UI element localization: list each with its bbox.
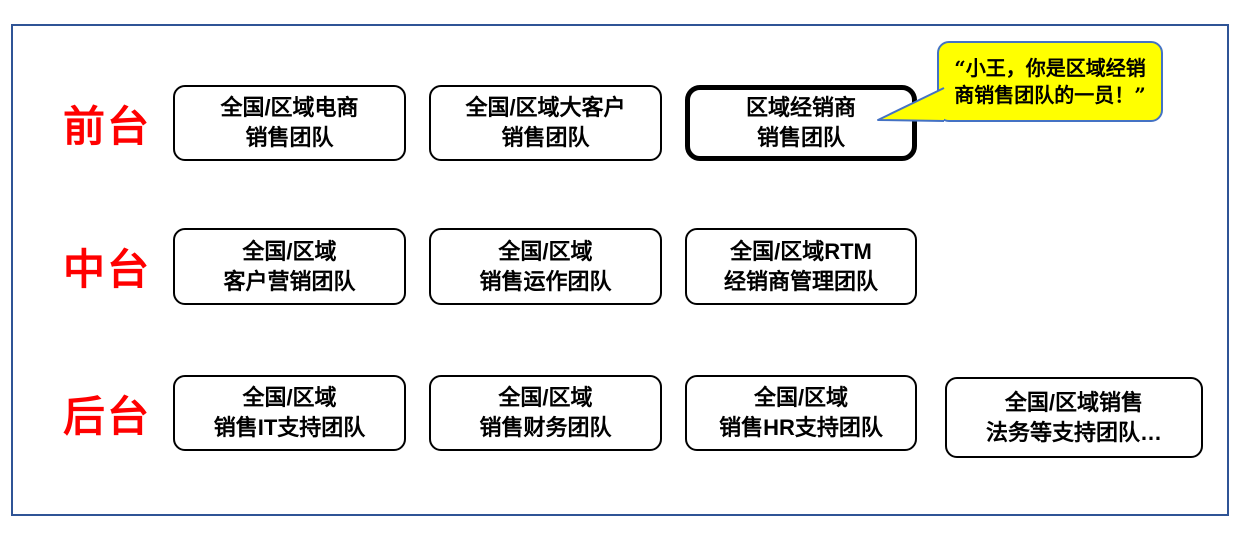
callout-bubble: “小王，你是区域经销 商销售团队的一员！” [937,41,1163,122]
outer-frame [11,24,1229,516]
box-text: 全国/区域销售运作团队 [479,238,612,294]
box-sales-hr-support-team: 全国/区域销售HR支持团队 [685,375,917,451]
box-key-account-sales-team: 全国/区域大客户销售团队 [429,85,662,161]
callout-text-line2: 商销售团队的一员！” [954,82,1146,107]
box-ecommerce-sales-team: 全国/区域电商销售团队 [173,85,406,161]
box-text: 全国/区域大客户销售团队 [465,95,626,150]
box-text: 全国/区域销售财务团队 [479,385,612,440]
box-regional-distributor-sales-team: 区域经销商销售团队 [685,85,917,161]
box-text: 全国/区域电商销售团队 [220,95,359,150]
row-label-front-office: 前台 [62,102,151,150]
box-text: 全国/区域销售法务等支持团队… [985,389,1162,445]
box-text: 全国/区域客户营销团队 [223,238,356,294]
box-sales-finance-team: 全国/区域销售财务团队 [429,375,662,451]
box-customer-marketing-team: 全国/区域客户营销团队 [173,228,406,305]
box-text: 全国/区域销售HR支持团队 [719,385,883,440]
row-label-back-office: 后台 [62,392,151,440]
box-text: 区域经销商销售团队 [745,95,856,150]
box-sales-it-support-team: 全国/区域销售IT支持团队 [173,375,406,451]
row-label-middle-office: 中台 [62,246,151,293]
box-sales-legal-support-team: 全国/区域销售法务等支持团队… [945,377,1203,458]
box-sales-operations-team: 全国/区域销售运作团队 [429,228,662,305]
callout-text-line1: “小王，你是区域经销 [954,55,1146,80]
box-text: 全国/区域销售IT支持团队 [213,385,366,440]
